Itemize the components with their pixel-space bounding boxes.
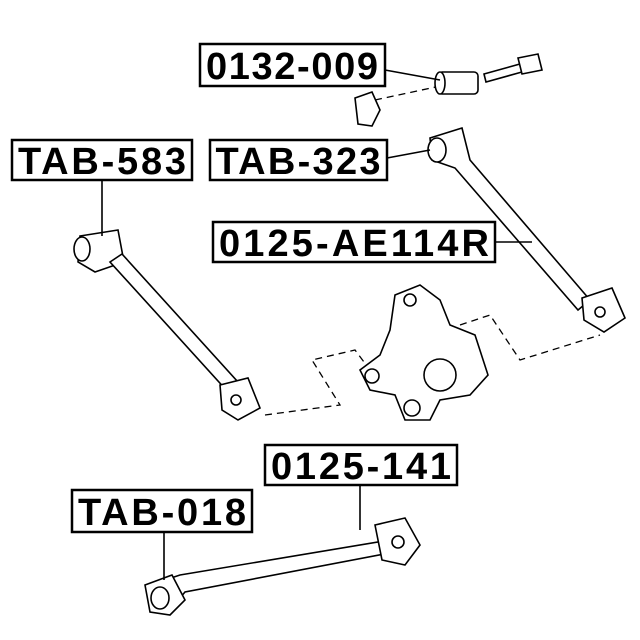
label-text: 0125-141 [271, 446, 451, 488]
label-0125-ae114r: 0125-AE114R [211, 220, 497, 265]
label-text: 0125-AE114R [219, 223, 489, 265]
upper-arm-drawing [427, 126, 626, 333]
label-tab-323: TAB-323 [208, 138, 389, 183]
label-text: TAB-323 [216, 141, 381, 183]
lower-arm-drawing [144, 517, 421, 616]
label-text: TAB-018 [78, 492, 246, 534]
label-tab-018: TAB-018 [70, 488, 254, 534]
lateral-arm-drawing [73, 229, 262, 421]
assembly-dashed-lines [264, 84, 601, 416]
label-0125-141: 0125-141 [263, 443, 459, 488]
label-tab-583: TAB-583 [10, 138, 194, 183]
label-0132-009: 0132-009 [198, 42, 387, 88]
leader-lines [101, 69, 532, 580]
knuckle-drawing [358, 284, 489, 421]
label-text: 0132-009 [206, 46, 378, 88]
label-text: TAB-583 [18, 141, 186, 183]
bolt-kit-drawing [354, 53, 543, 127]
